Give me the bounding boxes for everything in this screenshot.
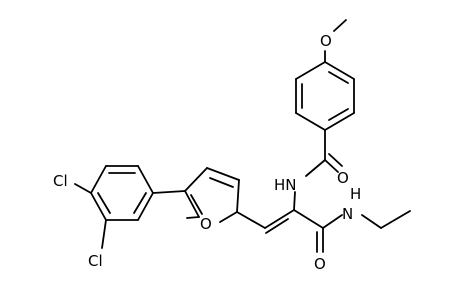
bond: [184, 167, 208, 192]
bond: [152, 190, 186, 194]
bond: [324, 112, 355, 131]
bond: [324, 159, 339, 173]
bond: [74, 183, 92, 194]
bond: [206, 167, 240, 181]
chlorine-bottom-label: Cl: [88, 252, 103, 270]
amide-hydrogen-label: H: [350, 185, 361, 203]
bond: [328, 108, 349, 121]
bond: [219, 211, 238, 223]
bond: [137, 192, 154, 221]
bond: [133, 192, 147, 214]
methoxy-oxygen-label: O: [320, 32, 332, 50]
bond: [186, 216, 200, 219]
bond: [380, 210, 411, 229]
bond: [184, 190, 200, 218]
bond: [333, 19, 347, 32]
bond: [97, 192, 111, 214]
benzoyl-carbonyl-oxygen-label: O: [337, 169, 349, 187]
bond: [293, 191, 296, 211]
bond: [101, 219, 107, 249]
bond: [264, 209, 295, 229]
bond: [324, 61, 355, 80]
bond: [236, 179, 240, 213]
furan-oxygen-label: O: [200, 215, 212, 233]
amide-nh-label: HN: [274, 176, 297, 194]
amide-nitrogen-label: N: [342, 205, 353, 223]
bond: [328, 153, 343, 167]
bond: [90, 165, 107, 194]
bond: [295, 112, 326, 131]
bond: [293, 209, 324, 229]
bond: [90, 192, 107, 221]
bond: [236, 211, 266, 229]
bond: [137, 165, 154, 194]
bond: [322, 214, 343, 229]
chlorine-top-label: Cl: [53, 172, 68, 190]
bond: [209, 177, 234, 188]
bond: [295, 61, 326, 80]
bond: [265, 218, 289, 234]
bond: [328, 71, 349, 84]
amide-carbonyl-oxygen-label: O: [314, 255, 326, 273]
bond: [361, 214, 382, 229]
bond: [190, 194, 203, 215]
bond: [305, 159, 326, 177]
